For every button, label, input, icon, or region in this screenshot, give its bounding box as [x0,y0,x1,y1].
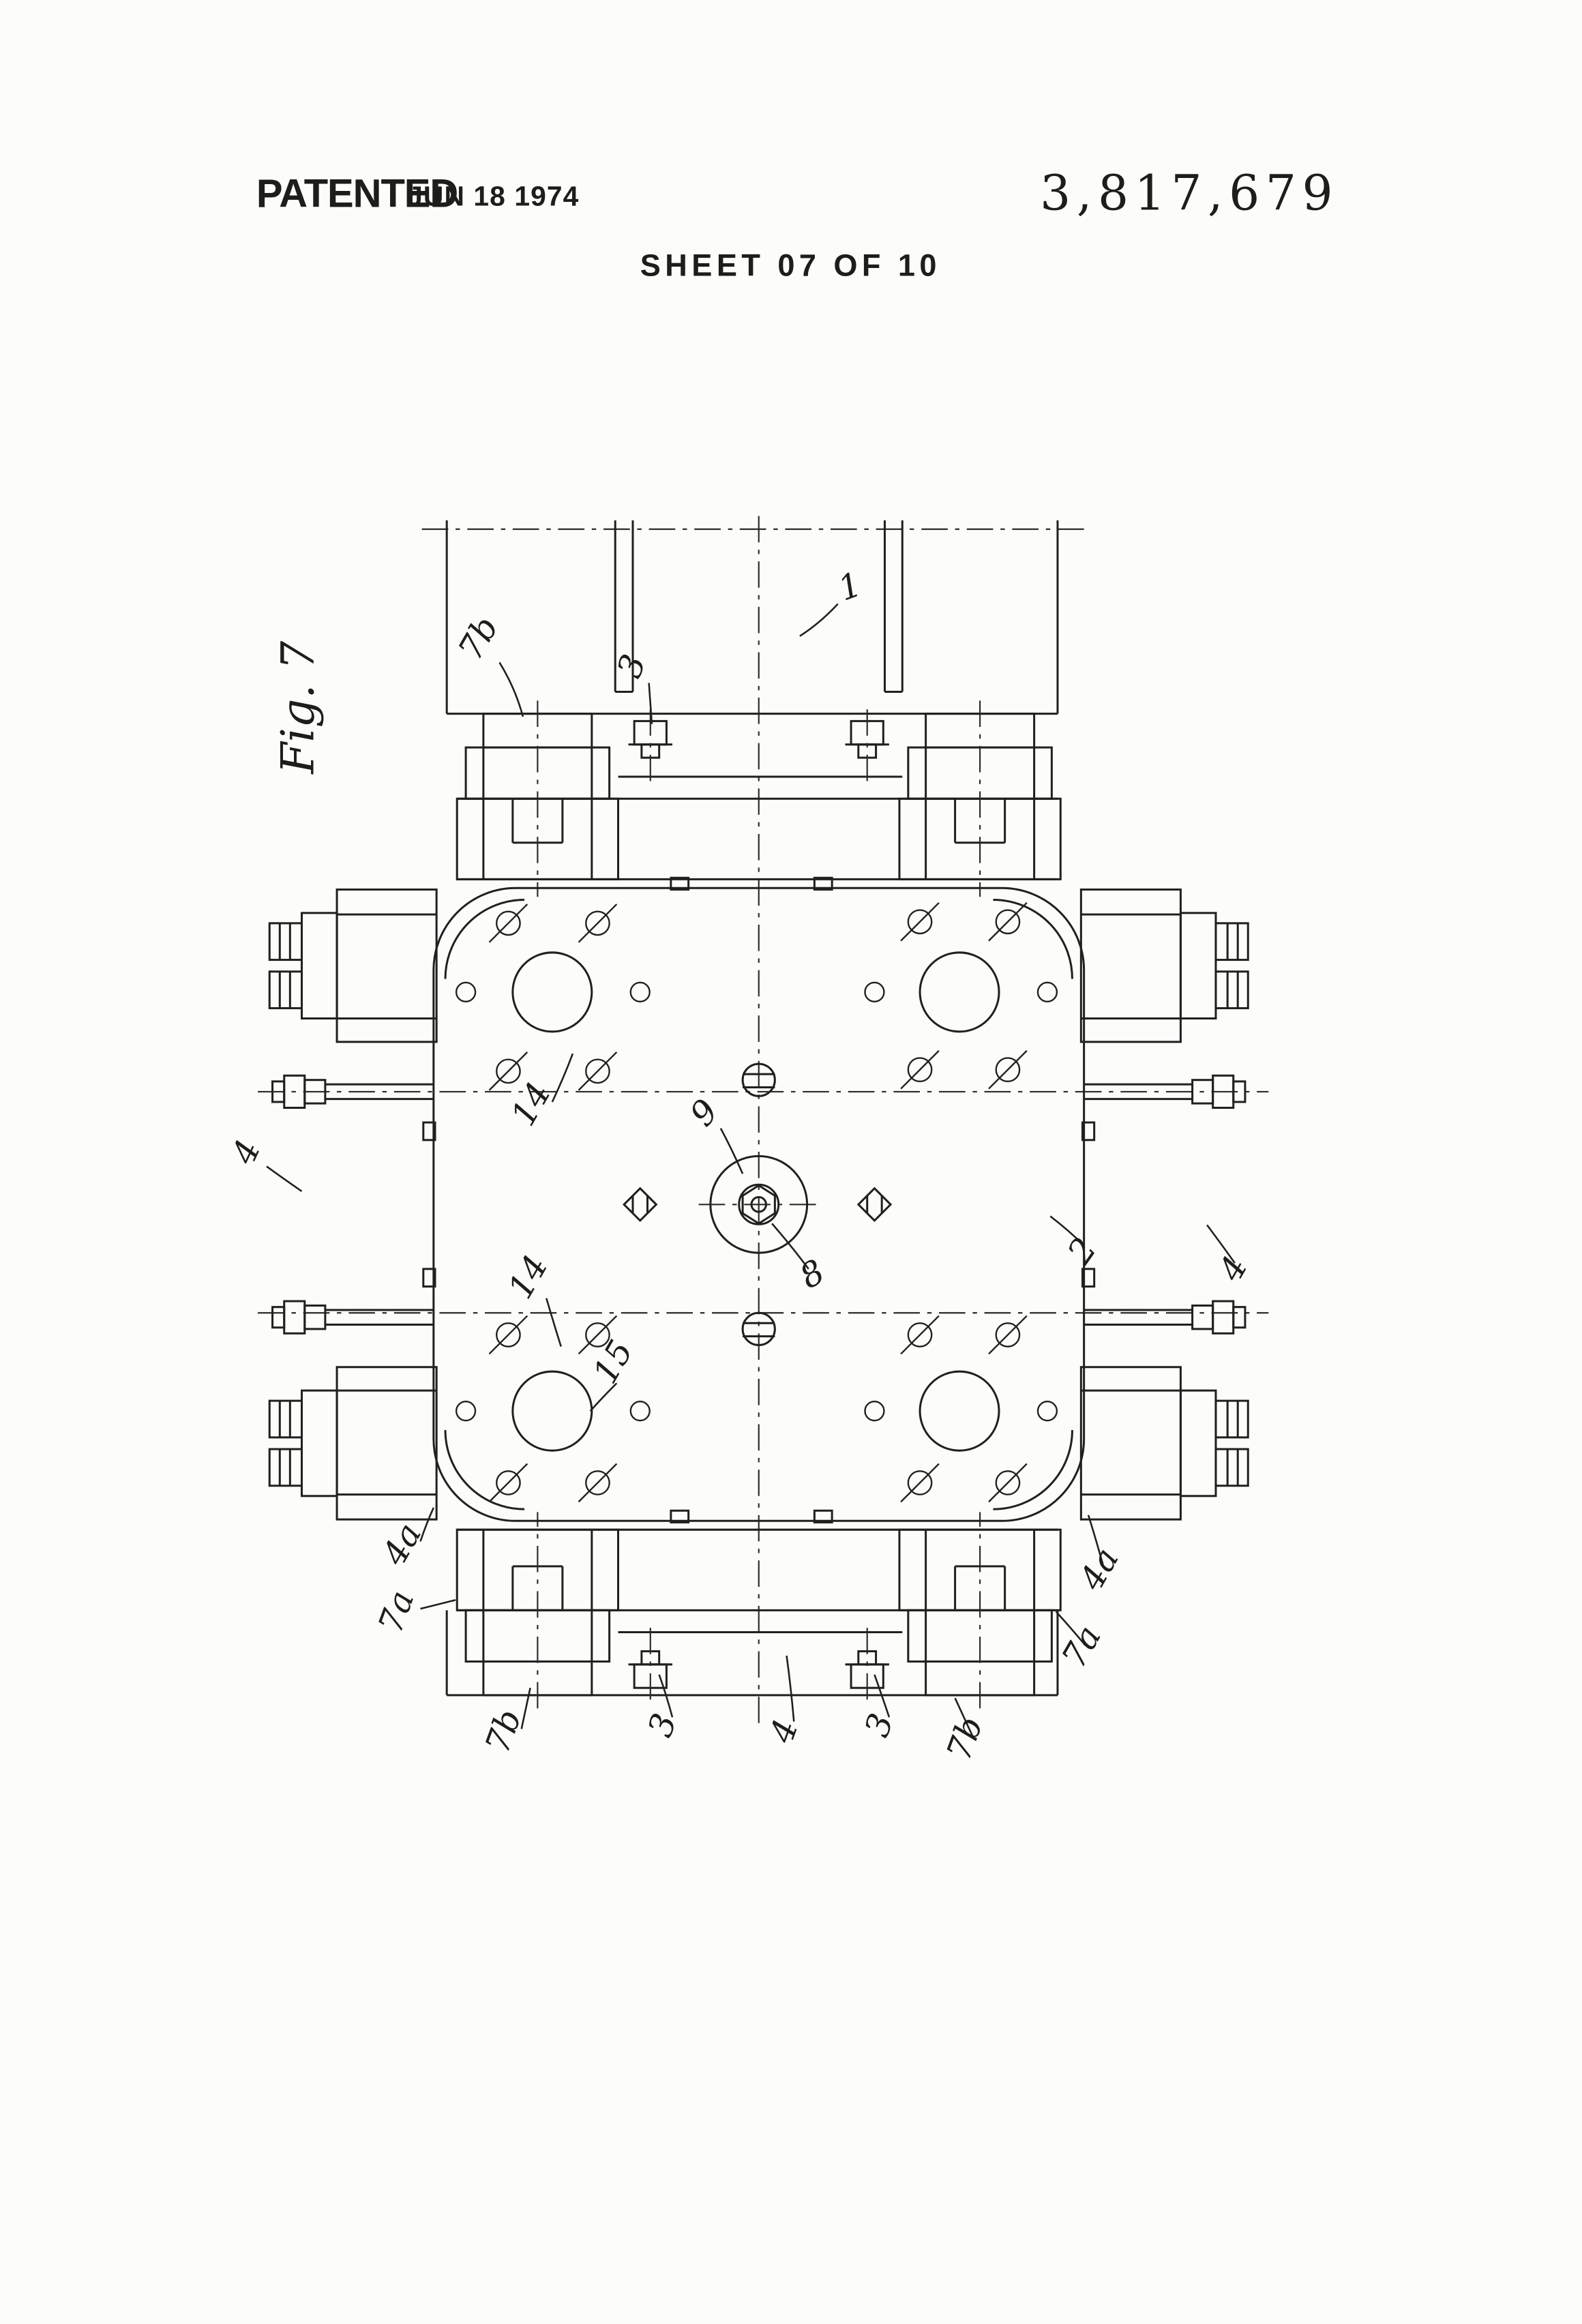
guide-hole [511,1370,593,1452]
fixing-bolt-bottom-left [627,1625,674,1701]
ref-label-14-lower: 14 [500,1249,556,1305]
guide-hole [919,951,1000,1033]
central-bolt [709,1154,809,1254]
ref-label-9: 9 [682,1092,726,1133]
ref-label-7a-left: 7a [370,1585,421,1638]
ref-label-14-upper: 14 [503,1075,559,1132]
fixing-bolt-bottom-right [844,1625,891,1701]
patent-number: 3,817,679 [1040,165,1339,222]
side-clamp-lower-left [268,1300,438,1521]
top-elevation-view [445,520,1059,880]
guide-hole [511,951,593,1033]
fixing-bolt-top-left [627,708,674,784]
ref-label-3-bottom-left: 3 [640,1708,684,1742]
sheet-header: PATENTED JUN 18 1974 3,817,679 SHEET 07 … [256,165,1339,283]
ref-label-4-bottom: 4 [761,1714,806,1748]
ref-label-7b-bottom-right: 7b [939,1712,991,1766]
ref-label-4-right: 4 [1210,1249,1255,1288]
diamond-bolt-left [622,1187,658,1223]
clamp-dog-upper [741,1062,776,1097]
sheet-indicator: SHEET 07 OF 10 [640,248,941,282]
patented-stamp: PATENTED [256,172,458,215]
side-clamp-upper-right [1079,888,1249,1109]
clamp-foot-top-right [898,699,1062,898]
ref-label-7b-top: 7b [450,610,506,667]
ref-label-4a-right: 4a [1071,1541,1126,1598]
ref-label-4a-left: 4a [374,1516,429,1573]
ref-label-7b-bottom-left: 7b [477,1704,529,1758]
plan-view-plate [422,876,1096,1523]
clamp-foot-bottom-right [898,1510,1062,1710]
ref-label-2: 2 [1060,1230,1105,1271]
figure-caption: Fig. 7 [271,640,325,774]
bottom-elevation-view [445,1528,1059,1697]
ref-label-4-left: 4 [223,1134,268,1171]
tapped-holes [488,902,1028,1503]
plate-outline [432,887,1086,1522]
fixing-bolt-top-right [844,708,891,784]
ref-label-3-bottom-right: 3 [856,1708,901,1742]
ref-label-8: 8 [793,1251,831,1296]
diamond-bolt-right [856,1187,893,1223]
patented-date: JUN 18 1974 [407,180,579,211]
clamp-foot-top-left [456,699,620,898]
ref-label-7a-right: 7a [1054,1619,1109,1675]
ref-label-15: 15 [585,1333,641,1390]
side-clamp-lower-right [1079,1300,1249,1521]
clamp-foot-bottom-left [456,1510,620,1710]
side-clamp-upper-left [268,888,438,1109]
leader-lines [266,603,1236,1737]
ref-label-1: 1 [833,564,867,608]
plain-holes [455,981,1058,1422]
clamp-dog-lower [741,1311,776,1347]
guide-hole [919,1370,1000,1452]
